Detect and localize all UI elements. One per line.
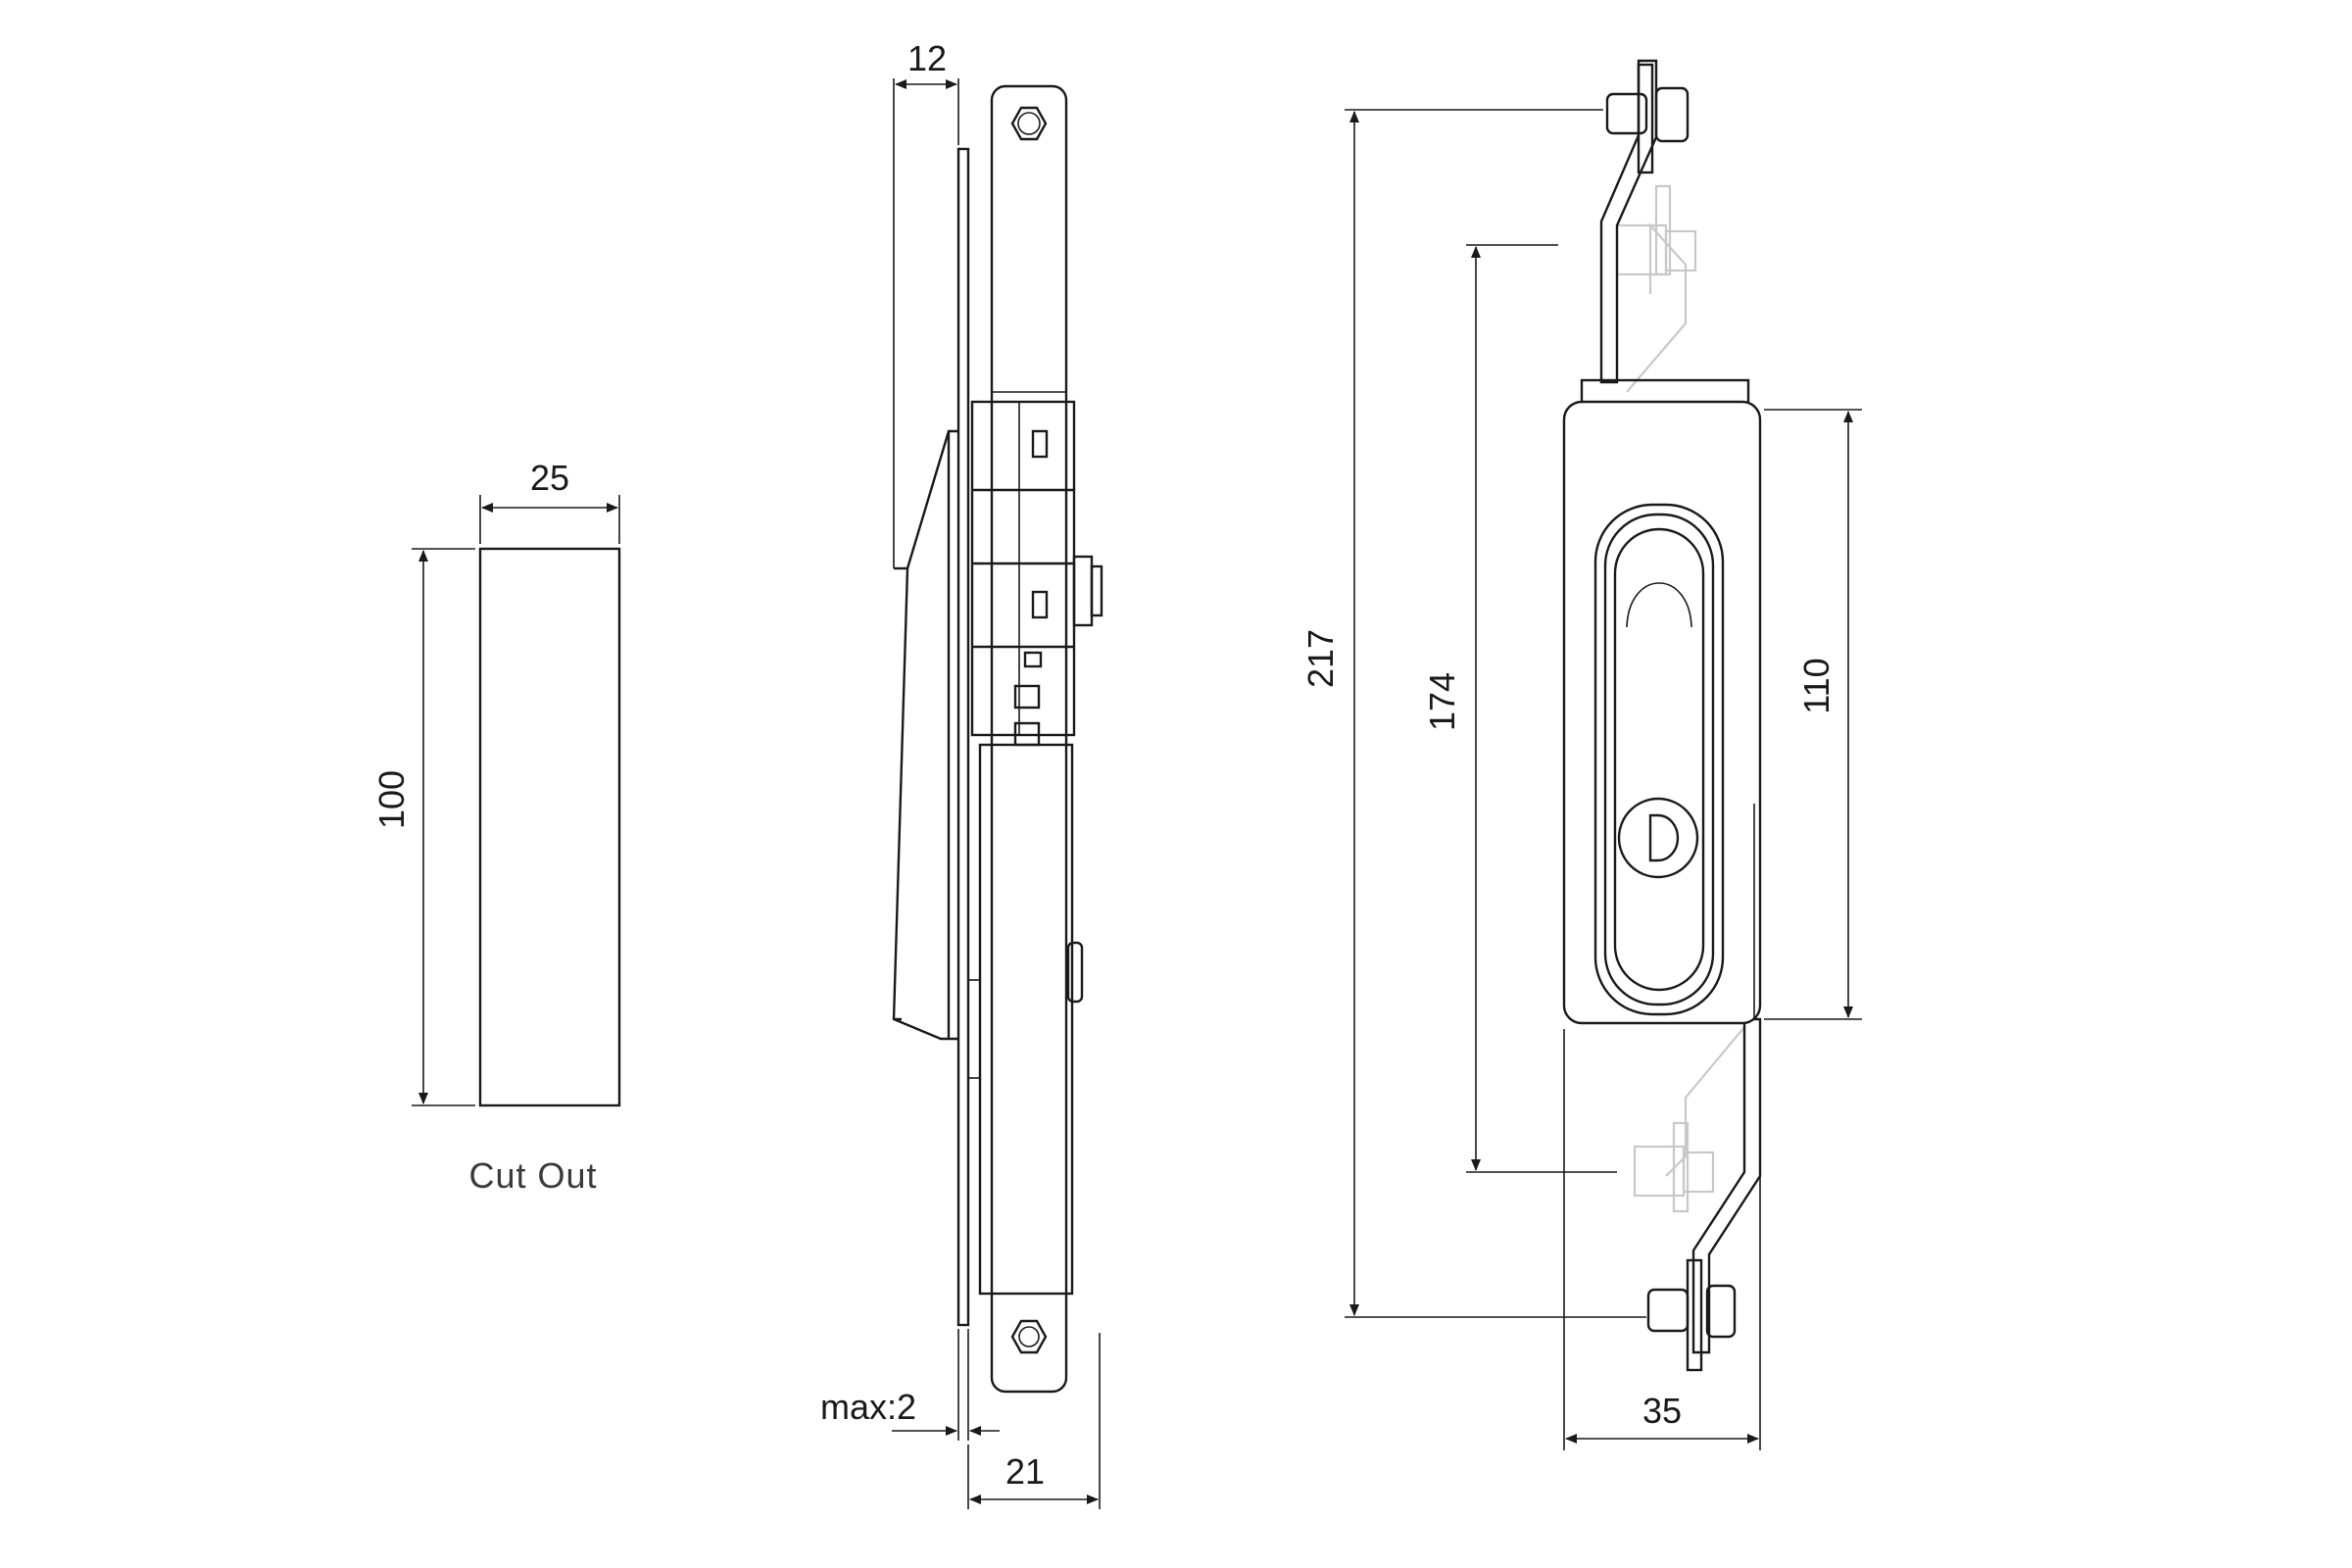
handle-recess [1593, 503, 1725, 1016]
cut-out-width-label: 25 [530, 458, 569, 498]
side-bottom-label: 21 [1005, 1451, 1045, 1492]
cut-out-height-label: 100 [371, 770, 412, 829]
bottom-rod [1691, 1017, 1762, 1354]
side-max-label: max:2 [820, 1387, 916, 1427]
top-rod [1599, 59, 1658, 384]
key-cylinder [1617, 797, 1699, 879]
ghost-bottom-rod [1665, 1026, 1745, 1177]
cut-out-view: 25 100 Cut Out [371, 458, 621, 1196]
cut-out-caption: Cut Out [468, 1155, 597, 1196]
cut-out-rectangle [478, 547, 621, 1107]
side-top-label: 12 [907, 38, 947, 78]
lock-body [1562, 400, 1762, 1025]
front-body-label: 110 [1796, 658, 1837, 713]
side-view: 12 max:2 21 [820, 38, 1103, 1509]
front-width-label: 35 [1642, 1391, 1682, 1431]
front-view: 217 174 110 35 [1300, 59, 1862, 1450]
handle [1613, 527, 1705, 992]
front-alt-label: 174 [1422, 672, 1462, 731]
front-overall-label: 217 [1300, 629, 1341, 688]
ghost-top-rod [1626, 222, 1688, 393]
